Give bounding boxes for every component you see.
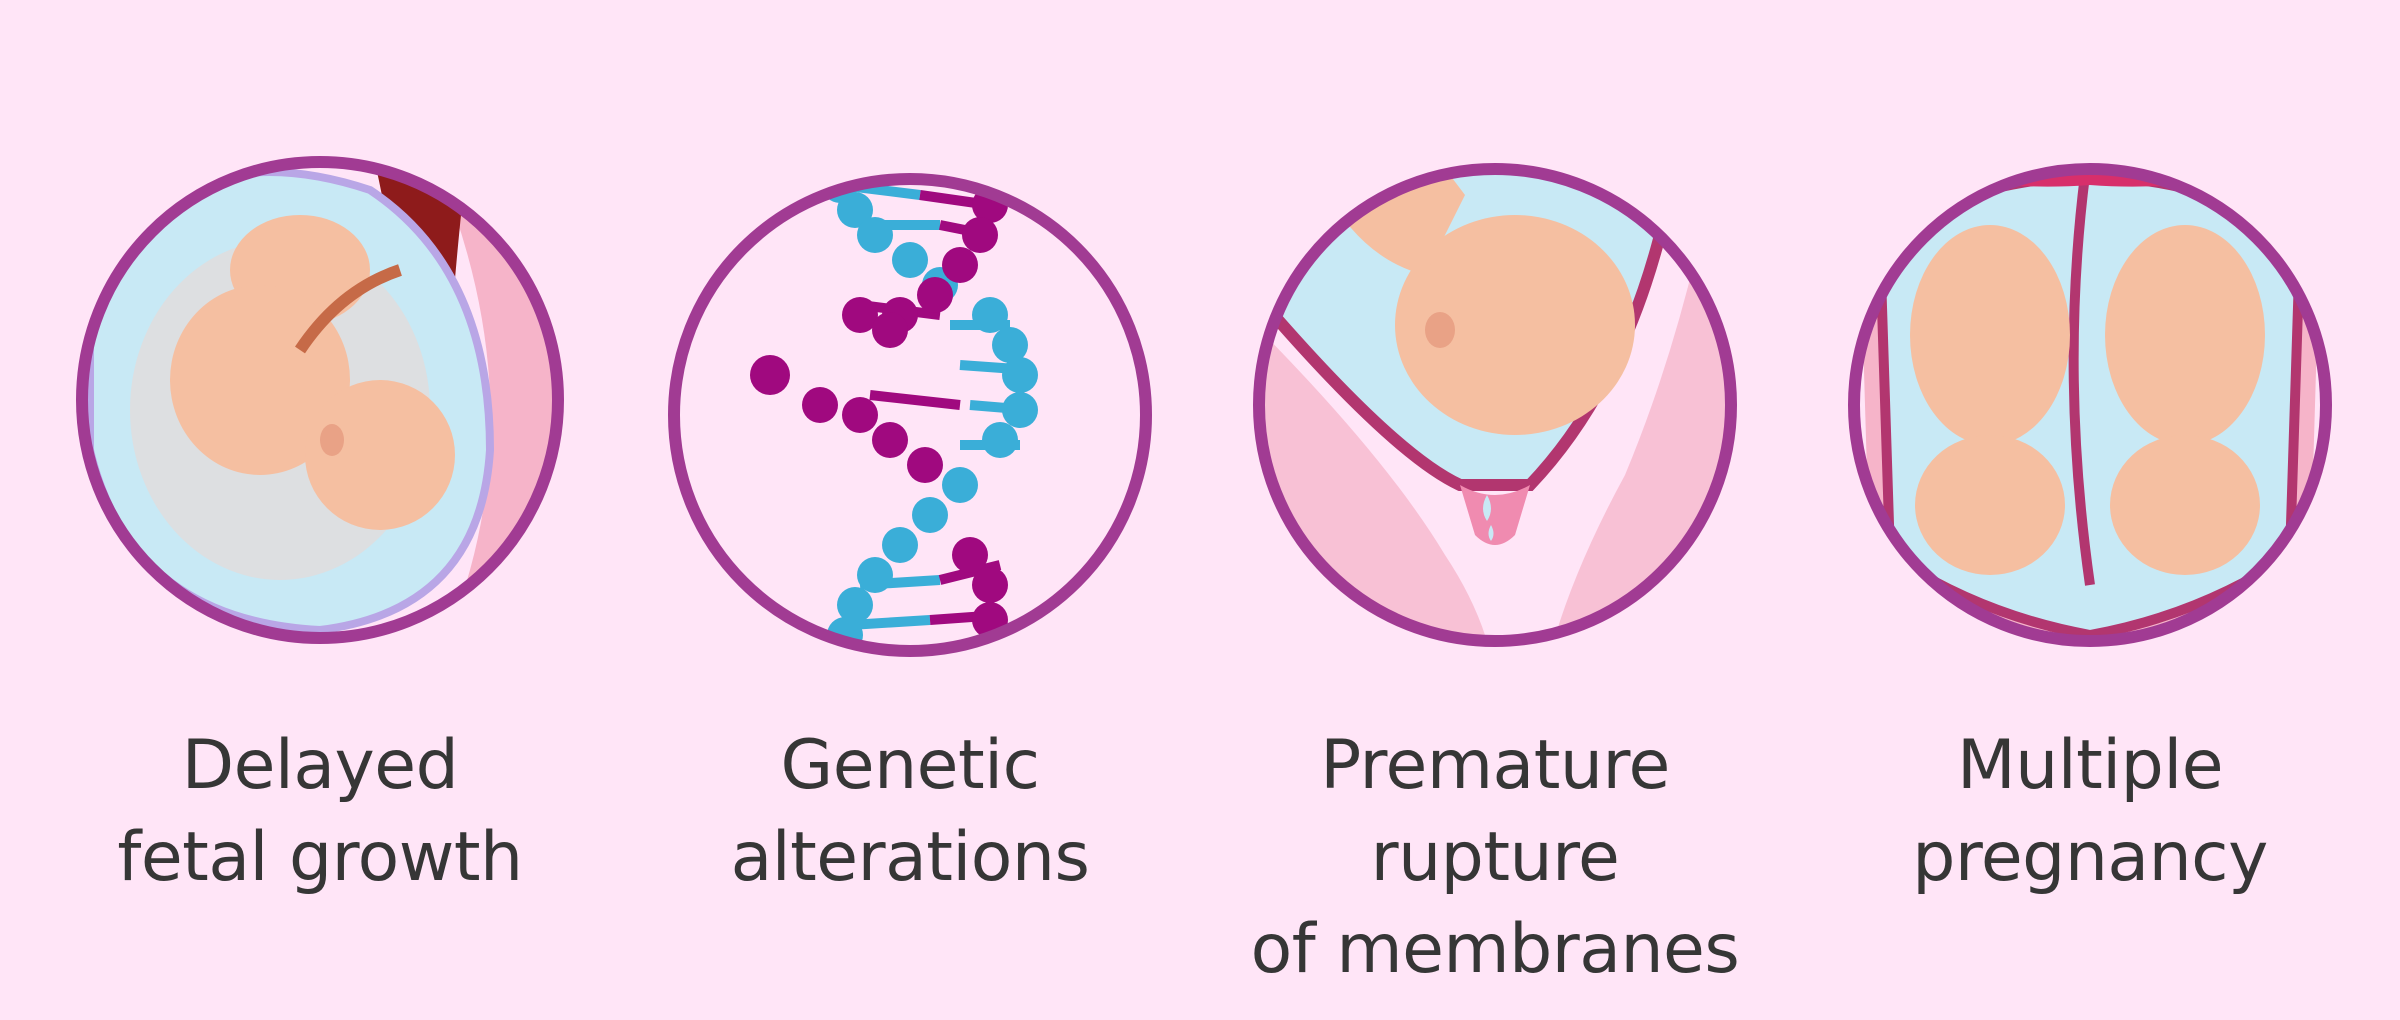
caption-premature-rupture: Premature rupture of membranes — [1195, 720, 1795, 996]
dna-helix-icon — [668, 173, 1152, 657]
caption-genetic-alterations: Genetic alterations — [610, 720, 1210, 904]
caption-line: Premature rupture — [1320, 726, 1670, 897]
caption-line: Multiple — [1956, 726, 2224, 805]
caption-line: Genetic — [780, 726, 1040, 805]
caption-multiple-pregnancy: Multiple pregnancy — [1790, 720, 2390, 904]
caption-line: alterations — [730, 818, 1090, 897]
caption-line: of membranes — [1250, 910, 1740, 989]
caption-line: Delayed — [181, 726, 459, 805]
caption-line: fetal growth — [117, 818, 523, 897]
twins-in-womb-icon — [1848, 163, 2332, 647]
caption-delayed-fetal-growth: Delayed fetal growth — [20, 720, 620, 904]
panel-multiple-pregnancy: Multiple pregnancy — [1790, 0, 2390, 1020]
fetus-in-womb-icon — [76, 156, 564, 644]
membrane-rupture-icon — [1253, 163, 1737, 647]
caption-line: pregnancy — [1912, 818, 2268, 897]
panel-premature-rupture: Premature rupture of membranes — [1195, 0, 1795, 1020]
panel-delayed-fetal-growth: Delayed fetal growth — [20, 0, 620, 1020]
panel-genetic-alterations: Genetic alterations — [610, 0, 1210, 1020]
